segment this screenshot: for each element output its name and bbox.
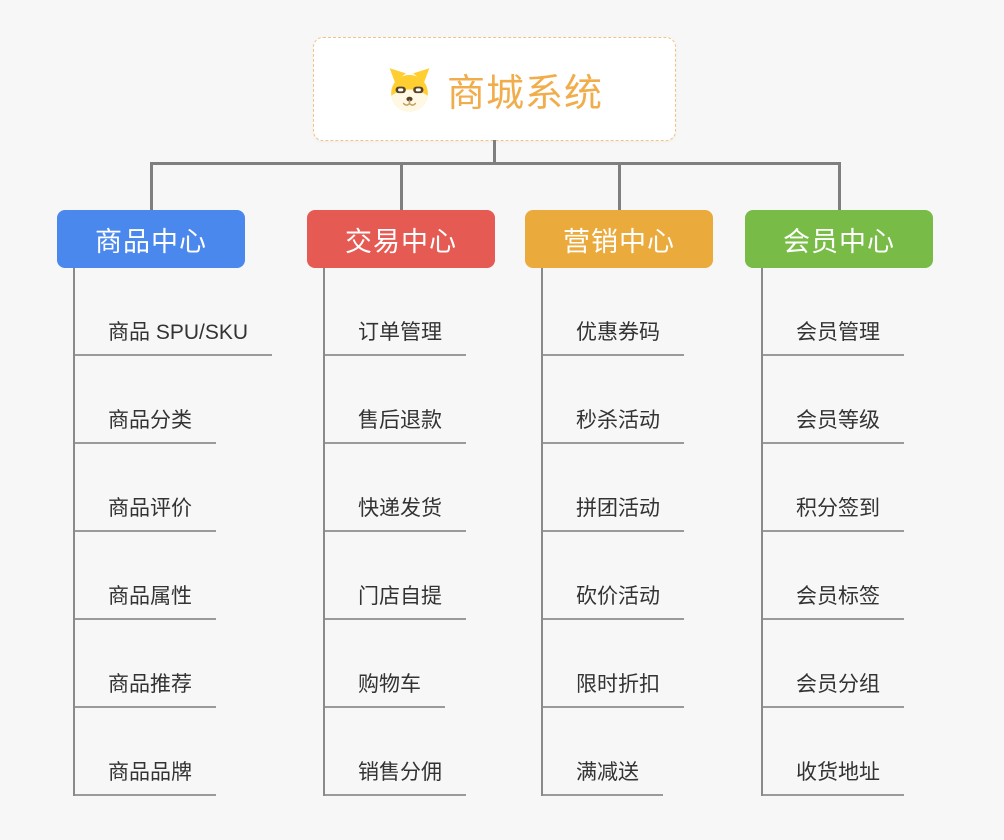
- leaf-label: 商品品牌: [108, 761, 192, 784]
- leaf-label: 售后退款: [358, 409, 442, 432]
- branch-header-product-center[interactable]: 商品中心: [57, 210, 245, 268]
- leaf-row: 商品属性: [75, 532, 279, 620]
- leaf-label: 销售分佣: [358, 761, 442, 784]
- branch-product-center: 商品中心 商品 SPU/SKU 商品分类 商品评价 商品属性 商品推荐 商品品牌: [57, 210, 277, 796]
- leaf-row: 收货地址: [763, 708, 967, 796]
- leaf-node[interactable]: 会员管理: [763, 316, 904, 356]
- leaf-row: 快递发货: [325, 444, 529, 532]
- leaf-row: 满减送: [543, 708, 747, 796]
- leaf-row: 秒杀活动: [543, 356, 747, 444]
- leaf-label: 满减送: [576, 761, 639, 784]
- leaf-label: 商品评价: [108, 497, 192, 520]
- branch-header-member-center[interactable]: 会员中心: [745, 210, 933, 268]
- branch-header-trade-center[interactable]: 交易中心: [307, 210, 495, 268]
- branch-trade-center: 交易中心 订单管理 售后退款 快递发货 门店自提 购物车 销售分佣: [307, 210, 527, 796]
- leaf-row: 会员等级: [763, 356, 967, 444]
- leaf-row: 会员管理: [763, 268, 967, 356]
- leaf-row: 购物车: [325, 620, 529, 708]
- leaf-node[interactable]: 优惠券码: [543, 316, 684, 356]
- leaf-row: 商品 SPU/SKU: [75, 268, 279, 356]
- branch-children-marketing-center: 优惠券码 秒杀活动 拼团活动 砍价活动 限时折扣 满减送: [541, 268, 747, 796]
- leaf-label: 会员管理: [796, 321, 880, 344]
- leaf-row: 拼团活动: [543, 444, 747, 532]
- leaf-node[interactable]: 售后退款: [325, 404, 466, 444]
- branch-children-product-center: 商品 SPU/SKU 商品分类 商品评价 商品属性 商品推荐 商品品牌: [73, 268, 279, 796]
- leaf-node[interactable]: 砍价活动: [543, 580, 684, 620]
- leaf-label: 商品 SPU/SKU: [108, 321, 249, 344]
- leaf-label: 限时折扣: [576, 673, 660, 696]
- leaf-node[interactable]: 商品评价: [75, 492, 216, 532]
- leaf-row: 商品品牌: [75, 708, 279, 796]
- connector-bus: [150, 162, 841, 165]
- leaf-row: 砍价活动: [543, 532, 747, 620]
- dog-face-icon: [386, 66, 433, 113]
- leaf-row: 销售分佣: [325, 708, 529, 796]
- leaf-row: 会员分组: [763, 620, 967, 708]
- leaf-label: 会员等级: [796, 409, 880, 432]
- leaf-label: 购物车: [358, 673, 421, 696]
- leaf-node[interactable]: 购物车: [325, 668, 445, 708]
- connector-drop-marketing-center: [618, 162, 621, 211]
- leaf-label: 优惠券码: [576, 321, 660, 344]
- leaf-label: 秒杀活动: [576, 409, 660, 432]
- leaf-node[interactable]: 会员分组: [763, 668, 904, 708]
- leaf-node[interactable]: 秒杀活动: [543, 404, 684, 444]
- leaf-label: 商品分类: [108, 409, 192, 432]
- leaf-label: 快递发货: [358, 497, 442, 520]
- leaf-node[interactable]: 会员标签: [763, 580, 904, 620]
- leaf-row: 商品评价: [75, 444, 279, 532]
- connector-root-stem: [493, 140, 496, 164]
- leaf-row: 会员标签: [763, 532, 967, 620]
- leaf-node[interactable]: 限时折扣: [543, 668, 684, 708]
- leaf-label: 门店自提: [358, 585, 442, 608]
- leaf-node[interactable]: 拼团活动: [543, 492, 684, 532]
- leaf-row: 售后退款: [325, 356, 529, 444]
- leaf-row: 商品推荐: [75, 620, 279, 708]
- branch-marketing-center: 营销中心 优惠券码 秒杀活动 拼团活动 砍价活动 限时折扣 满减送: [525, 210, 745, 796]
- leaf-node[interactable]: 商品 SPU/SKU: [75, 316, 273, 356]
- leaf-label: 商品属性: [108, 585, 192, 608]
- branch-label-trade-center: 交易中心: [345, 226, 457, 257]
- leaf-node[interactable]: 收货地址: [763, 756, 904, 796]
- leaf-label: 砍价活动: [576, 585, 660, 608]
- leaf-label: 订单管理: [358, 321, 442, 344]
- branch-header-marketing-center[interactable]: 营销中心: [525, 210, 713, 268]
- leaf-row: 优惠券码: [543, 268, 747, 356]
- root-title: 商城系统: [446, 72, 603, 115]
- connector-drop-member-center: [838, 162, 841, 211]
- branch-label-member-center: 会员中心: [783, 226, 895, 257]
- leaf-row: 门店自提: [325, 532, 529, 620]
- leaf-node[interactable]: 满减送: [543, 756, 663, 796]
- leaf-row: 限时折扣: [543, 620, 747, 708]
- leaf-node[interactable]: 商品推荐: [75, 668, 216, 708]
- leaf-node[interactable]: 会员等级: [763, 404, 904, 444]
- leaf-node[interactable]: 销售分佣: [325, 756, 466, 796]
- branch-label-product-center: 商品中心: [95, 226, 207, 257]
- branch-member-center: 会员中心 会员管理 会员等级 积分签到 会员标签 会员分组 收货地址: [745, 210, 965, 796]
- leaf-row: 积分签到: [763, 444, 967, 532]
- leaf-node[interactable]: 商品品牌: [75, 756, 216, 796]
- connector-drop-product-center: [150, 162, 153, 211]
- connector-drop-trade-center: [400, 162, 403, 211]
- leaf-node[interactable]: 快递发货: [325, 492, 466, 532]
- branch-children-trade-center: 订单管理 售后退款 快递发货 门店自提 购物车 销售分佣: [323, 268, 529, 796]
- leaf-node[interactable]: 订单管理: [325, 316, 466, 356]
- leaf-label: 会员分组: [796, 673, 880, 696]
- leaf-node[interactable]: 积分签到: [763, 492, 904, 532]
- leaf-node[interactable]: 商品属性: [75, 580, 216, 620]
- leaf-row: 订单管理: [325, 268, 529, 356]
- branch-label-marketing-center: 营销中心: [563, 226, 675, 257]
- leaf-node[interactable]: 商品分类: [75, 404, 216, 444]
- branch-children-member-center: 会员管理 会员等级 积分签到 会员标签 会员分组 收货地址: [761, 268, 967, 796]
- leaf-row: 商品分类: [75, 356, 279, 444]
- leaf-node[interactable]: 门店自提: [325, 580, 466, 620]
- leaf-label: 商品推荐: [108, 673, 192, 696]
- leaf-label: 会员标签: [796, 585, 880, 608]
- leaf-label: 收货地址: [796, 761, 880, 784]
- leaf-label: 拼团活动: [576, 497, 660, 520]
- root-node[interactable]: 商城系统: [313, 37, 676, 141]
- leaf-label: 积分签到: [796, 497, 880, 520]
